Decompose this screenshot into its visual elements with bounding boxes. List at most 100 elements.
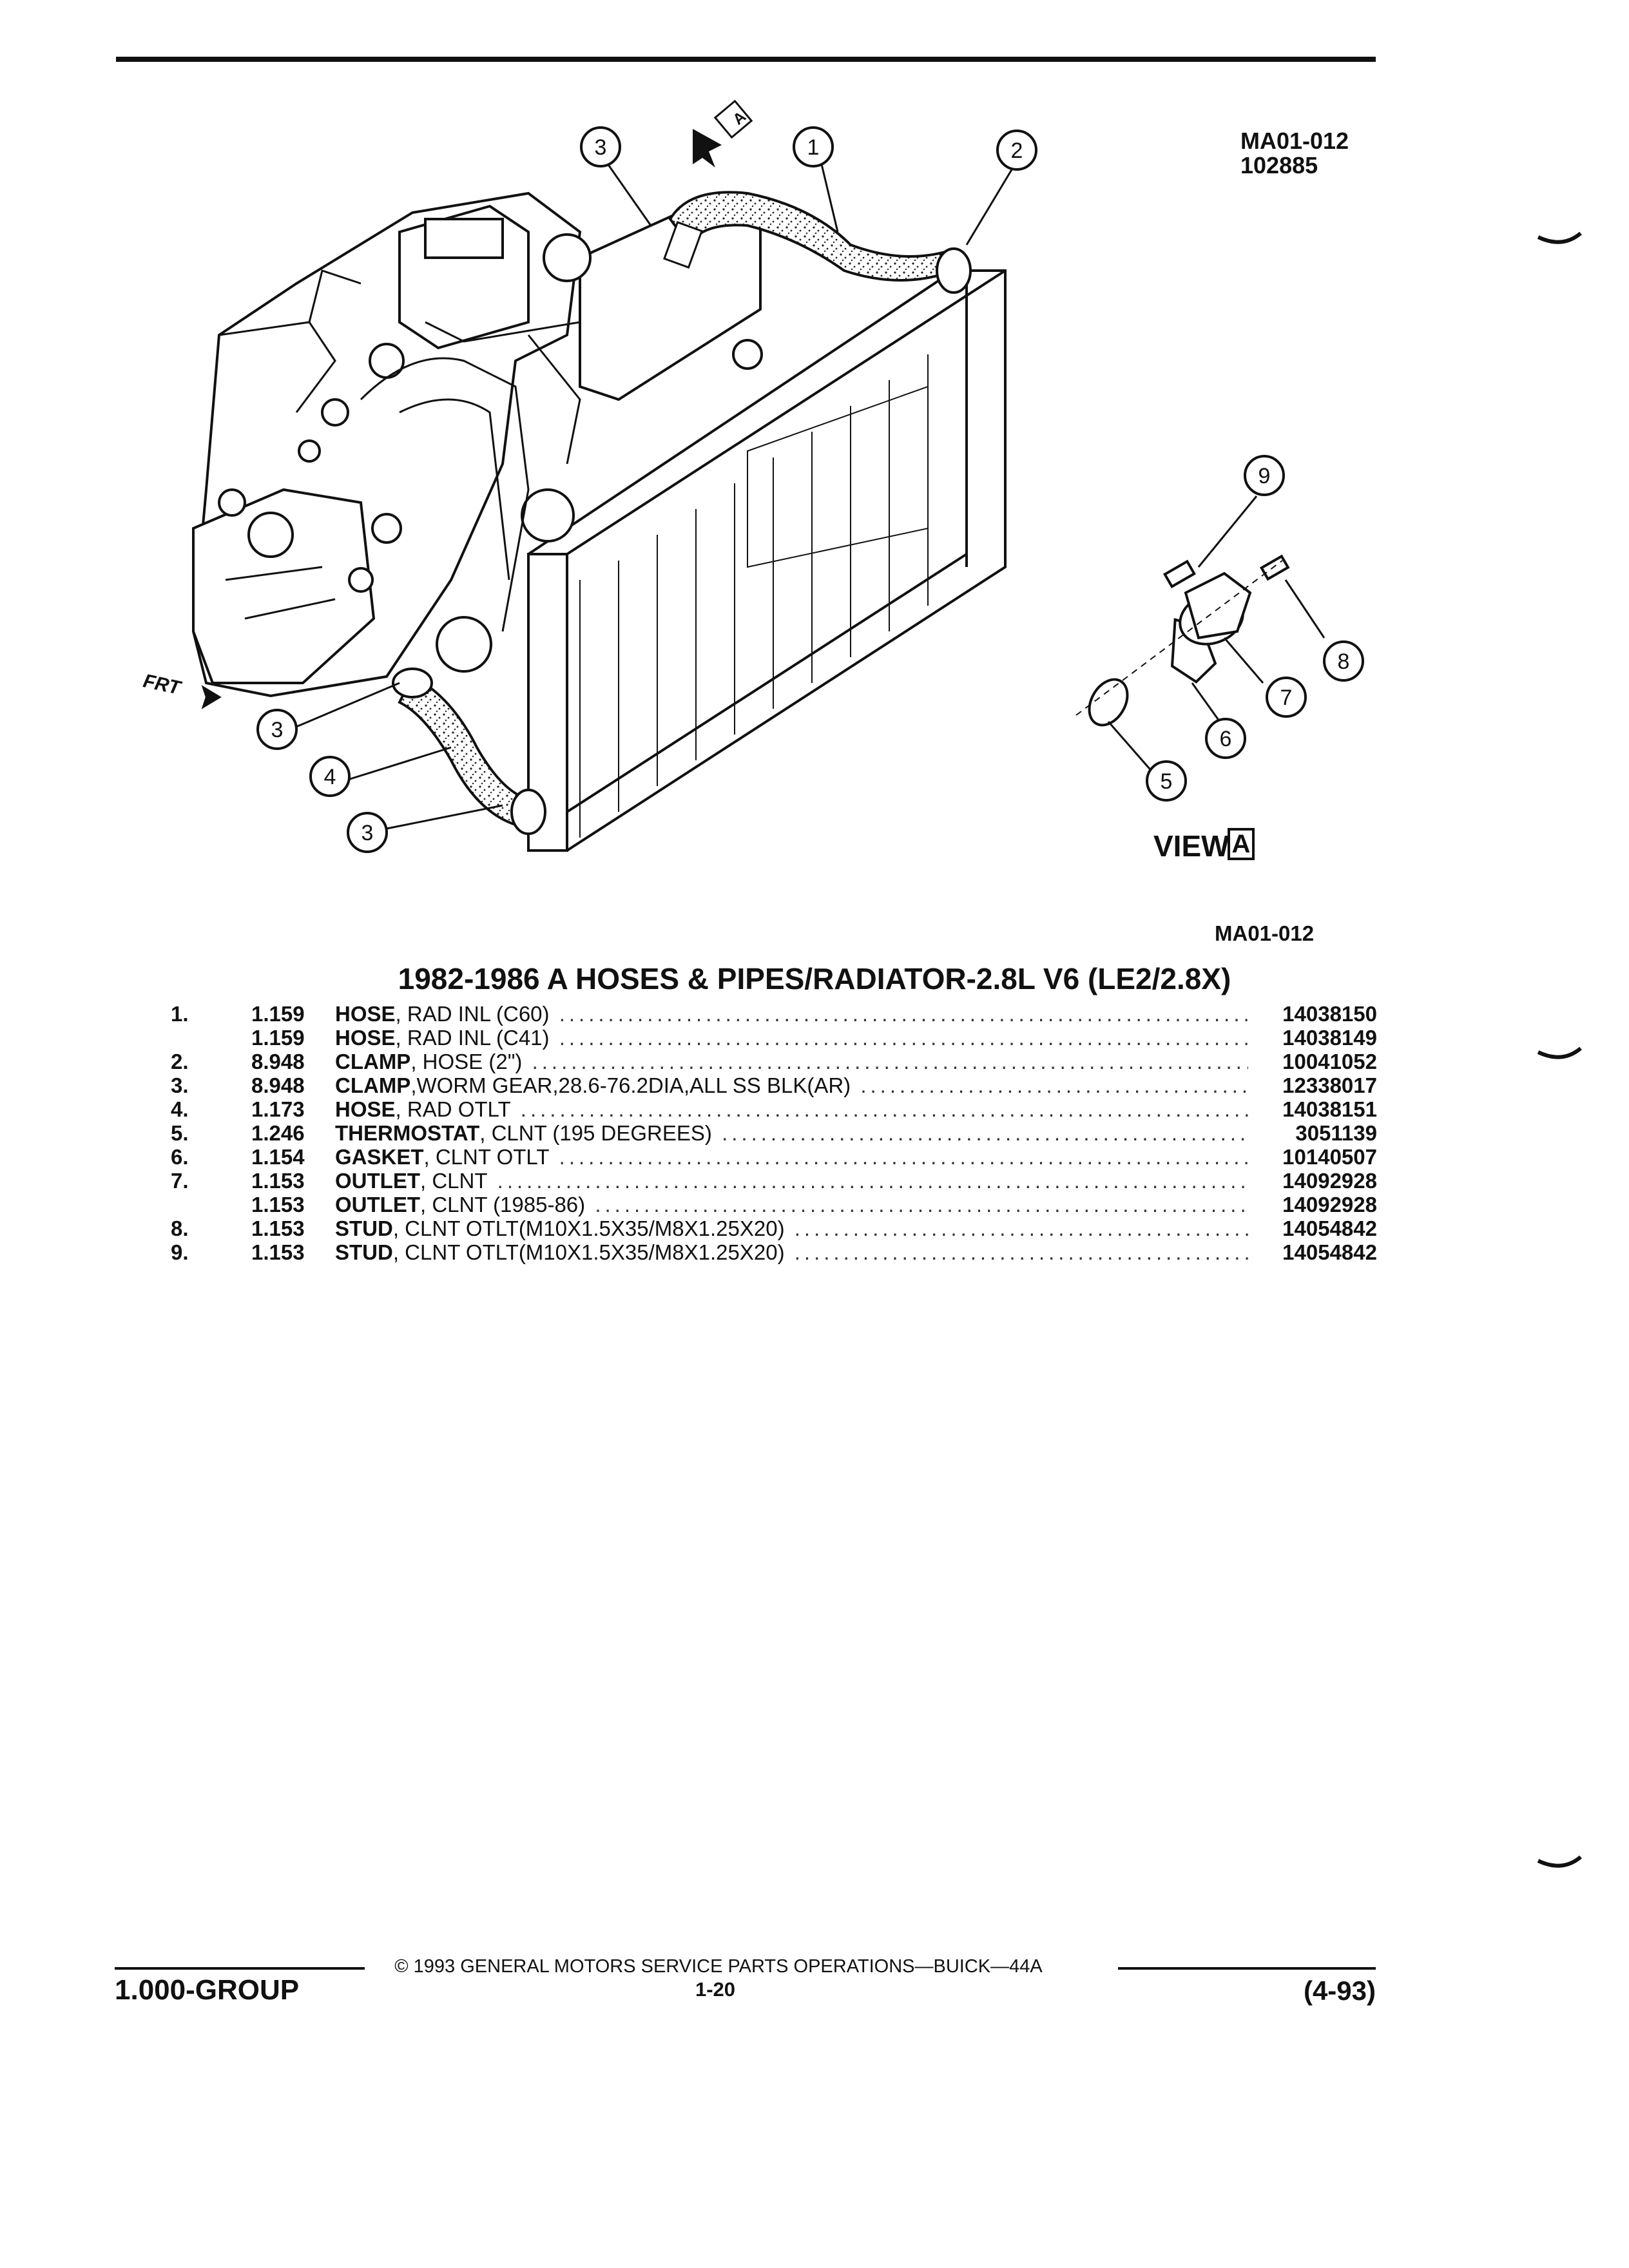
part-number: 14092928 [1282, 1169, 1377, 1193]
group-number: 1.153 [251, 1193, 305, 1216]
group-number: 1.173 [251, 1097, 305, 1121]
part-number: 10140507 [1282, 1145, 1377, 1169]
group-number: 1.159 [251, 1002, 305, 1026]
part-description: , RAD OTLT [395, 1097, 511, 1121]
svg-text:3: 3 [361, 821, 374, 845]
svg-text:7: 7 [1280, 686, 1293, 710]
parts-list: 1. 1.159 HOSE, RAD INL (C60) ...........… [171, 1002, 1377, 1264]
exploded-parts-illustration: 3 1 2 3 4 3 5 6 7 8 9 [191, 99, 1364, 860]
item-number: 7. [171, 1169, 189, 1193]
parts-row: 5. 1.246 THERMOSTAT, CLNT (195 DEGREES) … [171, 1121, 1377, 1145]
svg-text:3: 3 [595, 135, 607, 160]
group-number: 1.153 [251, 1169, 305, 1193]
part-name: STUD [335, 1216, 393, 1240]
parts-row: 7. 1.153 OUTLET, CLNT ..................… [171, 1169, 1377, 1193]
group-label: 1.000-GROUP [115, 1974, 300, 2006]
footer-rule-left [115, 1967, 365, 1970]
item-number: 2. [171, 1050, 189, 1073]
part-name: CLAMP [335, 1050, 411, 1073]
callout-circles [256, 126, 1364, 853]
group-number: 8.948 [251, 1073, 305, 1097]
view-a-arrow [693, 99, 753, 168]
binder-mark [1537, 232, 1582, 244]
part-number: 14038151 [1282, 1097, 1377, 1121]
group-number: 1.153 [251, 1216, 305, 1240]
view-letter-box [1228, 828, 1255, 860]
svg-text:1: 1 [807, 135, 820, 160]
callout-numbers: 3 1 2 3 4 3 5 6 7 8 9 [271, 135, 1350, 845]
part-name: THERMOSTAT [335, 1121, 480, 1145]
part-description: , CLNT (195 DEGREES) [479, 1121, 712, 1145]
part-description: , CLNT OTLT [423, 1145, 550, 1169]
group-number: 1.246 [251, 1121, 305, 1145]
part-description: , CLNT (1985-86) [419, 1193, 586, 1216]
view-a-thermostat-parts [1088, 554, 1290, 727]
parts-row: 1.153 OUTLET, CLNT (1985-86) ...........… [251, 1193, 1377, 1216]
part-name: HOSE [335, 1002, 396, 1026]
item-number: 5. [171, 1121, 189, 1145]
part-description: , CLNT [419, 1169, 488, 1193]
parts-row: 1.159 HOSE, RAD INL (C41) ..............… [251, 1026, 1377, 1050]
parts-row: 2. 8.948 CLAMP, HOSE (2") ..............… [171, 1050, 1377, 1073]
part-description: , RAD INL (C41) [395, 1026, 550, 1050]
svg-text:4: 4 [324, 765, 336, 789]
group-number: 1.153 [251, 1240, 305, 1264]
copyright-line: © 1993 GENERAL MOTORS SERVICE PARTS OPER… [394, 1956, 1043, 1977]
parts-row: 9. 1.153 STUD, CLNT OTLT(M10X1.5X35/M8X1… [171, 1240, 1377, 1264]
figure-code-top: MA01-012 [1240, 128, 1349, 154]
part-number: 10041052 [1282, 1050, 1377, 1073]
svg-text:8: 8 [1338, 649, 1350, 674]
svg-text:5: 5 [1161, 769, 1173, 794]
view-letter: A [1231, 830, 1251, 858]
front-arrow [201, 685, 222, 709]
parts-row: 6. 1.154 GASKET, CLNT OTLT .............… [171, 1145, 1377, 1169]
part-name: GASKET [335, 1145, 424, 1169]
part-description: ,WORM GEAR,28.6-76.2DIA,ALL SS BLK(AR) [410, 1073, 851, 1097]
part-description: , HOSE (2") [410, 1050, 523, 1073]
part-description: , CLNT OTLT(M10X1.5X35/M8X1.25X20) [392, 1240, 785, 1264]
group-number: 1.154 [251, 1145, 305, 1169]
engine-block [191, 191, 763, 698]
revision-date: (4-93) [1303, 1975, 1376, 2006]
part-name: OUTLET [335, 1193, 420, 1216]
part-number: 14054842 [1282, 1216, 1377, 1240]
item-number: 4. [171, 1097, 189, 1121]
svg-text:9: 9 [1258, 464, 1271, 488]
section-title: 1982-1986 A HOSES & PIPES/RADIATOR-2.8L … [398, 962, 1231, 995]
svg-text:2: 2 [1011, 139, 1023, 163]
svg-text:3: 3 [271, 718, 284, 742]
parts-row: 3. 8.948 CLAMP,WORM GEAR,28.6-76.2DIA,AL… [171, 1073, 1377, 1097]
footer-rule-right [1118, 1967, 1376, 1970]
item-number: 1. [171, 1002, 189, 1026]
top-rule [116, 57, 1376, 62]
part-name: OUTLET [335, 1169, 420, 1193]
item-number: 3. [171, 1073, 189, 1097]
part-number: 14038149 [1282, 1026, 1377, 1050]
part-description: , CLNT OTLT(M10X1.5X35/M8X1.25X20) [392, 1216, 785, 1240]
parts-row: 4. 1.173 HOSE, RAD OTLT ................… [171, 1097, 1377, 1121]
page-number: 1-20 [695, 1978, 736, 2001]
group-number: 8.948 [251, 1050, 305, 1073]
group-number: 1.159 [251, 1026, 305, 1050]
item-number: 8. [171, 1216, 189, 1240]
item-number: 9. [171, 1240, 189, 1264]
view-label: VIEW [1153, 829, 1229, 863]
parts-row: 1. 1.159 HOSE, RAD INL (C60) ...........… [171, 1002, 1377, 1026]
lower-radiator-hose [398, 675, 530, 827]
binder-mark [1537, 1856, 1582, 1868]
figure-date-code: 102885 [1240, 152, 1318, 178]
part-name: HOSE [335, 1026, 396, 1050]
figure-code-bottom: MA01-012 [1215, 921, 1315, 945]
part-name: CLAMP [335, 1073, 411, 1097]
part-number: 3051139 [1295, 1121, 1377, 1145]
part-number: 14038150 [1282, 1002, 1377, 1026]
part-name: HOSE [335, 1097, 396, 1121]
item-number: 6. [171, 1145, 189, 1169]
part-number: 14092928 [1282, 1193, 1377, 1216]
part-description: , RAD INL (C60) [395, 1002, 550, 1026]
svg-text:6: 6 [1220, 727, 1232, 751]
parts-row: 8. 1.153 STUD, CLNT OTLT(M10X1.5X35/M8X1… [171, 1216, 1377, 1240]
radiator [527, 256, 1007, 852]
part-number: 14054842 [1282, 1240, 1377, 1264]
binder-mark [1537, 1047, 1582, 1059]
